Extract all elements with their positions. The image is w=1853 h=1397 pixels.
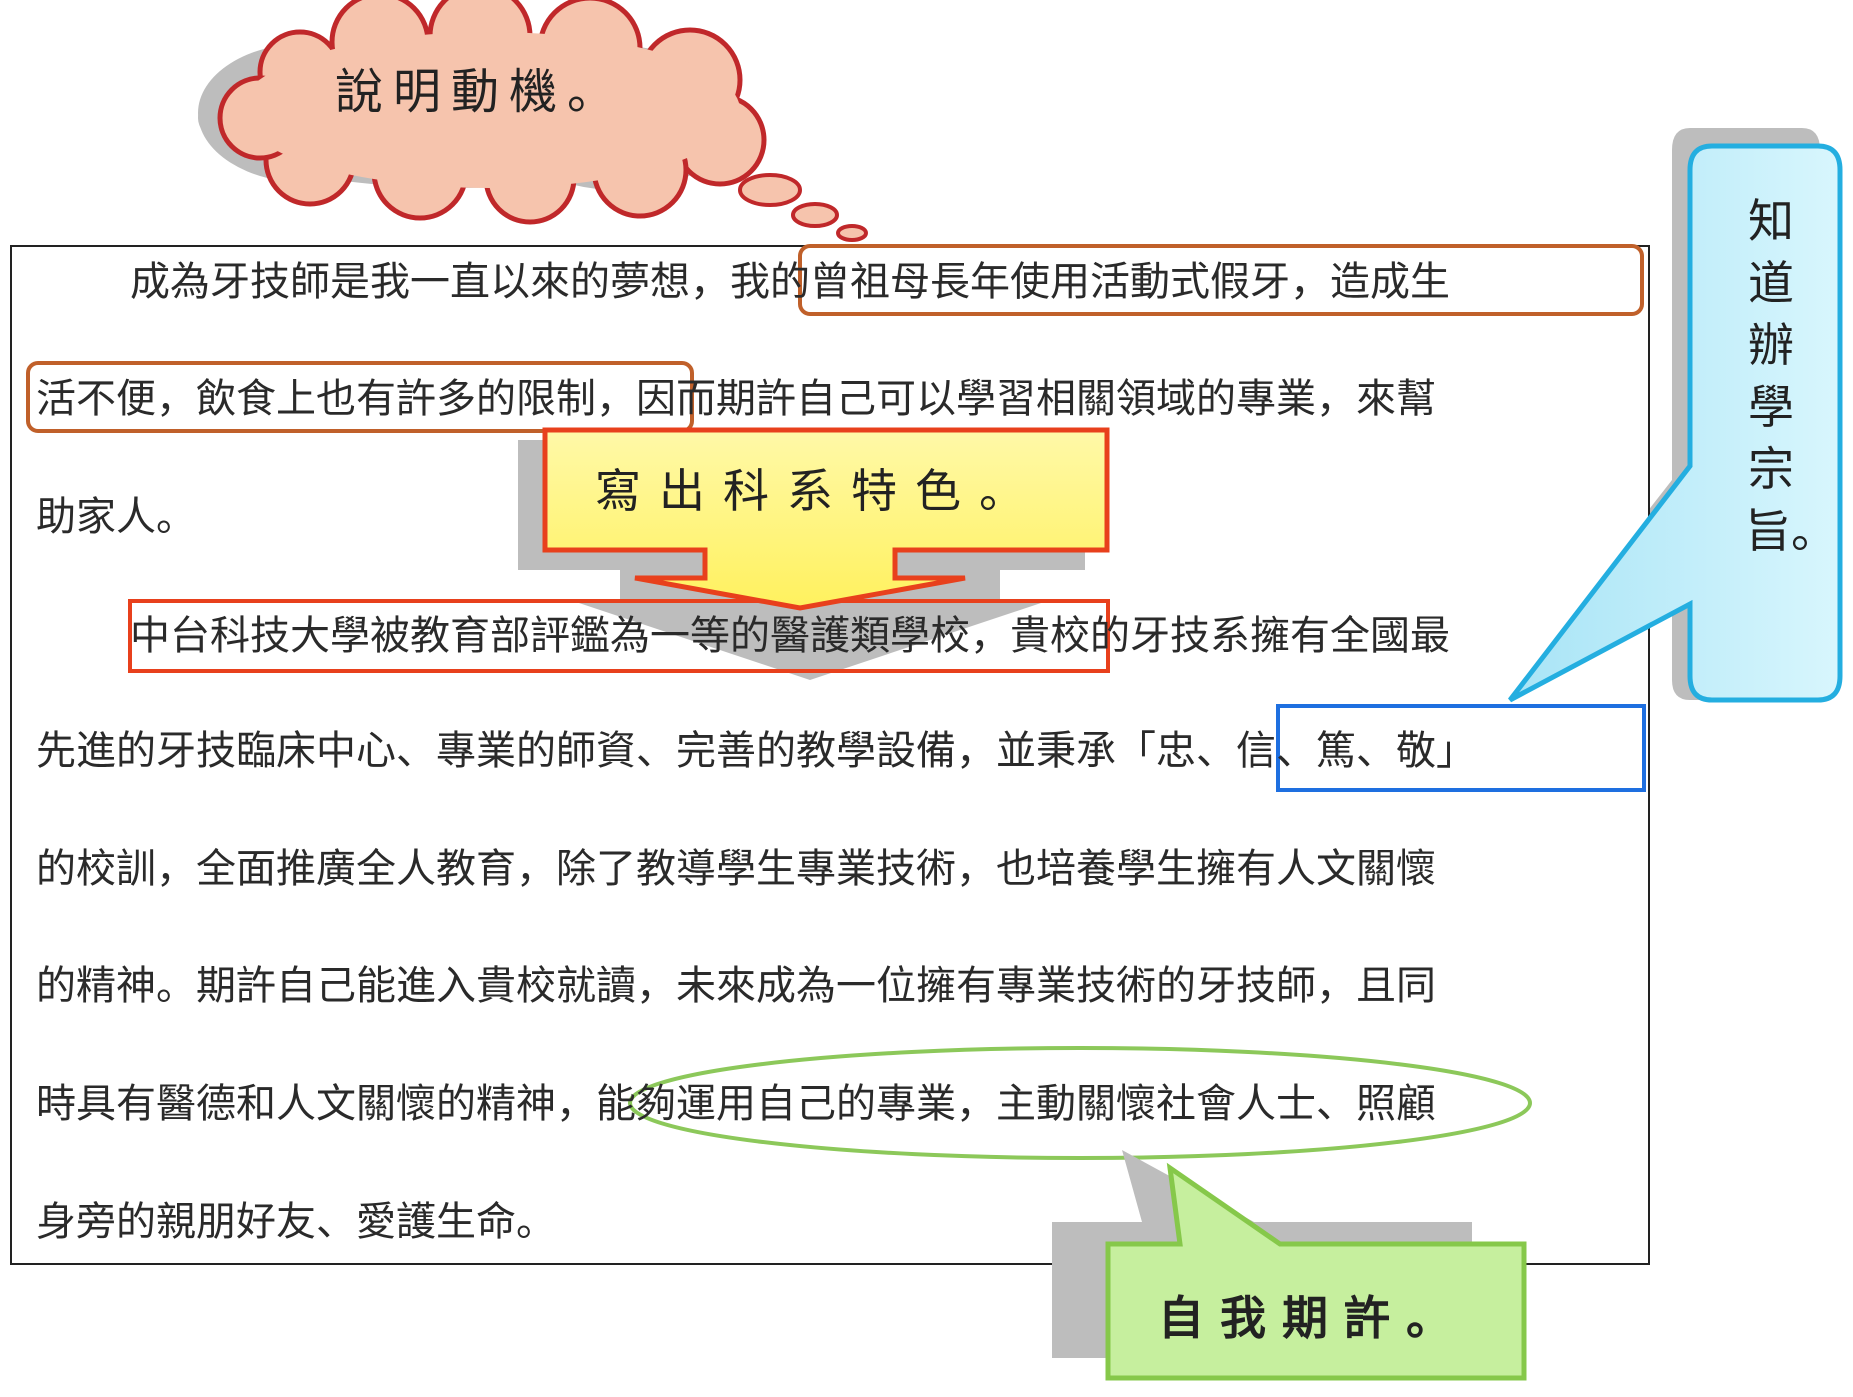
cloud-fill-center — [240, 32, 740, 188]
essay-line-7: 的精神。期許自己能進入貴校就讀，未來成為一位擁有專業技術的牙技師，且同 — [36, 963, 1436, 1009]
essay-line-1: 成為牙技師是我一直以來的夢想，我的曾祖母長年使用活動式假牙，造成生 — [130, 259, 1450, 305]
highlight-box-motto — [1276, 704, 1646, 792]
essay-line-8: 時具有醫德和人文關懷的精神，能夠運用自己的專業，主動關懷社會人士、照顧 — [36, 1081, 1436, 1127]
highlight-ellipse-expectation — [628, 1046, 1532, 1160]
essay-line-4: 中台科技大學被教育部評鑑為一等的醫護類學校，貴校的牙技系擁有全國最 — [130, 613, 1450, 659]
callout-philosophy — [1508, 143, 1843, 703]
essay-box — [10, 245, 1650, 1265]
cloud-tail-bubbles — [738, 173, 868, 242]
note-department: 寫出科系特色。 — [595, 464, 1043, 518]
essay-line-3: 助家人。 — [36, 494, 196, 540]
highlight-box-great-grandmother-2 — [26, 361, 694, 433]
highlight-box-great-grandmother-1 — [798, 244, 1644, 316]
essay-line-2: 活不便，飲食上也有許多的限制，因而期許自己可以學習相關領域的專業，來幫 — [36, 376, 1436, 422]
essay-line-5: 先進的牙技臨床中心、專業的師資、完善的教學設備，並秉承「忠、信、篤、敬」 — [36, 728, 1476, 774]
callout-expectation — [1105, 1162, 1527, 1381]
note-philosophy: 知道辦學宗旨。 — [1745, 194, 1837, 558]
essay-line-9: 身旁的親朋好友、愛護生命。 — [36, 1199, 556, 1245]
note-expectation: 自我期許。 — [1158, 1291, 1468, 1345]
essay-line-6: 的校訓，全面推廣全人教育，除了教導學生專業技術，也培養學生擁有人文關懷 — [36, 846, 1436, 892]
note-motivation: 說明動機。 — [335, 64, 626, 120]
arrow-callout — [542, 427, 1110, 611]
highlight-box-school-rating — [128, 599, 1110, 673]
